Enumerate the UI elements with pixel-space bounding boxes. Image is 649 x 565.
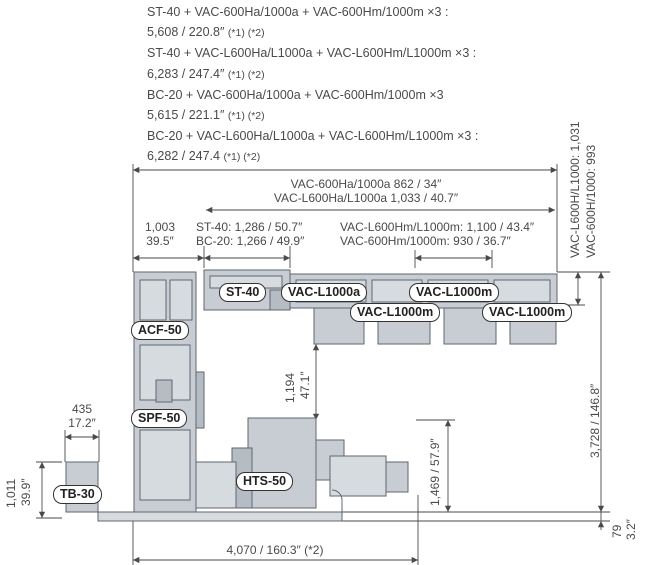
dim-bottom-in: 3.2″ — [624, 519, 638, 540]
config-3-value-row: 5,615 / 221.1″ (*1) (*2) — [147, 105, 627, 126]
dim-st40: ST-40: 1,286 / 50.7″ — [196, 220, 303, 234]
dim-gap-mm: 1,194 — [283, 372, 297, 403]
dim-acf-width-in: 39.5″ — [146, 234, 174, 248]
dim-tb-height-in: 39.9″ — [19, 478, 33, 506]
dim-vac-m-line2: VAC-600Hm/1000m: 930 / 36.7″ — [340, 234, 511, 248]
config-1-value-row: 5,608 / 220.8″ (*1) (*2) — [147, 22, 627, 43]
dim-vac-a: VAC-600Ha/1000a 862 / 34″ VAC-L600Ha/L10… — [236, 177, 496, 205]
dim-total-height: 3,728 / 146.8″ — [588, 383, 602, 458]
machines — [65, 269, 558, 522]
dim-vac-m: VAC-L600Hm/L1000m: 1,100 / 43.4″ VAC-600… — [340, 220, 534, 248]
configuration-list: ST-40 + VAC-600Ha/1000a + VAC-600Hm/1000… — [147, 2, 627, 168]
dim-vac-m-line1: VAC-L600Hm/L1000m: 1,100 / 43.4″ — [340, 220, 535, 234]
unit-vac-m-1: VAC-L1000m — [409, 283, 500, 302]
dim-right-height-1: VAC-L600H/L1000: 1,031 — [568, 121, 582, 258]
dim-tb-width: 435 17.2″ — [58, 402, 106, 430]
config-3-line: BC-20 + VAC-600Ha/1000a + VAC-600Hm/1000… — [147, 87, 444, 102]
config-1-value: 5,608 / 220.8″ — [147, 25, 225, 40]
dim-acf-width-mm: 1,003 — [144, 220, 176, 234]
config-1-line: ST-40 + VAC-600Ha/1000a + VAC-600Hm/1000… — [147, 5, 449, 19]
dim-st-bc: ST-40: 1,286 / 50.7″ BC-20: 1,266 / 49.9… — [196, 220, 304, 248]
unit-acf50: ACF-50 — [131, 321, 189, 340]
dim-total-width: 4,070 / 160.3″ (*2) — [226, 543, 324, 557]
unit-hts50: HTS-50 — [236, 472, 294, 491]
config-2-value: 6,283 / 247.4″ — [147, 66, 225, 81]
unit-vac-a: VAC-L1000a — [281, 283, 368, 302]
config-2-value-row: 6,283 / 247.4″ (*1) (*2) — [147, 64, 627, 85]
config-2-line: ST-40 + VAC-L600Ha/L1000a + VAC-L600Hm/L… — [147, 46, 477, 61]
dim-bottom-mm: 79 — [610, 524, 624, 538]
dim-vac-a-line1: VAC-600Ha/1000a 862 / 34″ — [290, 177, 442, 191]
dim-bc20: BC-20: 1,266 / 49.9″ — [196, 234, 305, 248]
config-3-value: 5,615 / 221.1″ — [147, 108, 225, 123]
unit-vac-m-3: VAC-L1000m — [482, 303, 573, 322]
unit-spf50: SPF-50 — [131, 409, 188, 428]
dim-tb-width-in: 17.2″ — [68, 416, 96, 430]
dim-tb-width-mm: 435 — [71, 402, 93, 416]
dim-right-height-2: VAC-600H/1000: 993 — [584, 144, 598, 258]
conveyor — [97, 511, 343, 522]
config-4-line: BC-20 + VAC-L600Ha/L1000a + VAC-L600Hm/L… — [147, 129, 479, 144]
dim-tb-height-mm: 1,011 — [4, 478, 18, 508]
config-3-notes: (*1) (*2) — [227, 110, 265, 123]
hts-body — [247, 417, 317, 509]
config-2-notes: (*1) (*2) — [227, 68, 265, 81]
config-4-value: 6,282 / 247.4 — [147, 149, 220, 164]
config-4-value-row: 6,282 / 247.4 (*1) (*2) — [147, 146, 627, 167]
config-4-notes: (*1) (*2) — [223, 151, 261, 164]
unit-st40: ST-40 — [219, 283, 267, 302]
dim-vac-a-line2: VAC-L600Ha/L1000a 1,033 / 40.7″ — [273, 191, 459, 205]
unit-tb30: TB-30 — [53, 485, 102, 504]
dim-gap-in: 47.1″ — [298, 371, 312, 399]
unit-vac-m-2: VAC-L1000m — [350, 303, 441, 322]
dim-acf-width: 1,003 39.5″ — [136, 220, 184, 248]
config-1-notes: (*1) (*2) — [227, 27, 265, 40]
dimension-lines — [36, 164, 610, 565]
dim-hts-height: 1,469 / 57.9″ — [428, 438, 442, 506]
